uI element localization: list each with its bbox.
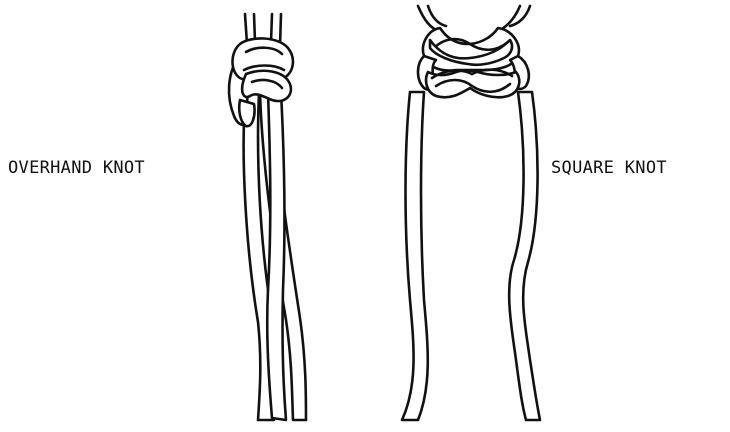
square-left-strand [402,92,428,420]
overhand-hanging-strands [244,92,306,420]
square-right-strand [509,92,540,420]
square-knot-drawing [402,6,540,420]
square-knot-body [418,28,529,97]
overhand-knot-drawing [229,14,306,420]
square-top-strands [418,6,530,32]
